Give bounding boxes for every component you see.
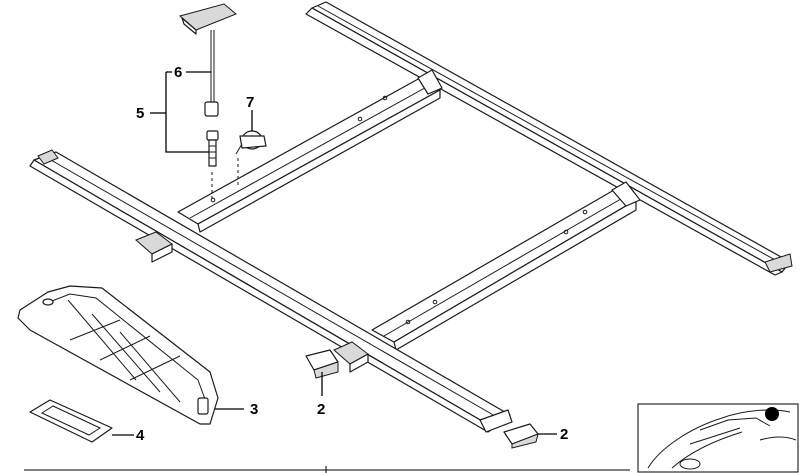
end-cap-part-2b (503, 423, 539, 449)
cross-bar-lower (371, 181, 641, 351)
end-cap-part-2a (305, 349, 339, 379)
mount-hole (382, 95, 388, 101)
rail-clamp-rear (333, 341, 369, 373)
rail-clamp-front (135, 231, 173, 263)
cross-bar-upper (177, 69, 443, 233)
callout-2a: 2 (317, 401, 325, 418)
callout-5: 5 (136, 105, 144, 122)
callout-3: 3 (250, 401, 258, 418)
long-rail-front (29, 149, 513, 433)
mount-hole (357, 116, 363, 122)
mount-hole (210, 197, 216, 203)
clamp-housing-part-3 (17, 285, 219, 425)
mount-hole (405, 319, 411, 325)
screw-part-5 (206, 130, 219, 200)
car-location-thumbnail (637, 403, 799, 473)
mount-hole (582, 209, 588, 215)
callout-4: 4 (136, 427, 145, 444)
handle-bolt-part-6 (178, 3, 237, 117)
wing-nut-part-7 (235, 130, 267, 186)
gasket-part-4 (29, 399, 113, 443)
callout-2b: 2 (560, 426, 568, 443)
mount-hole (563, 229, 569, 235)
location-marker-icon (765, 407, 779, 421)
callout-7: 7 (246, 94, 254, 111)
callout-6: 6 (174, 64, 182, 81)
mount-hole (432, 299, 438, 305)
leader-lines (112, 71, 557, 436)
